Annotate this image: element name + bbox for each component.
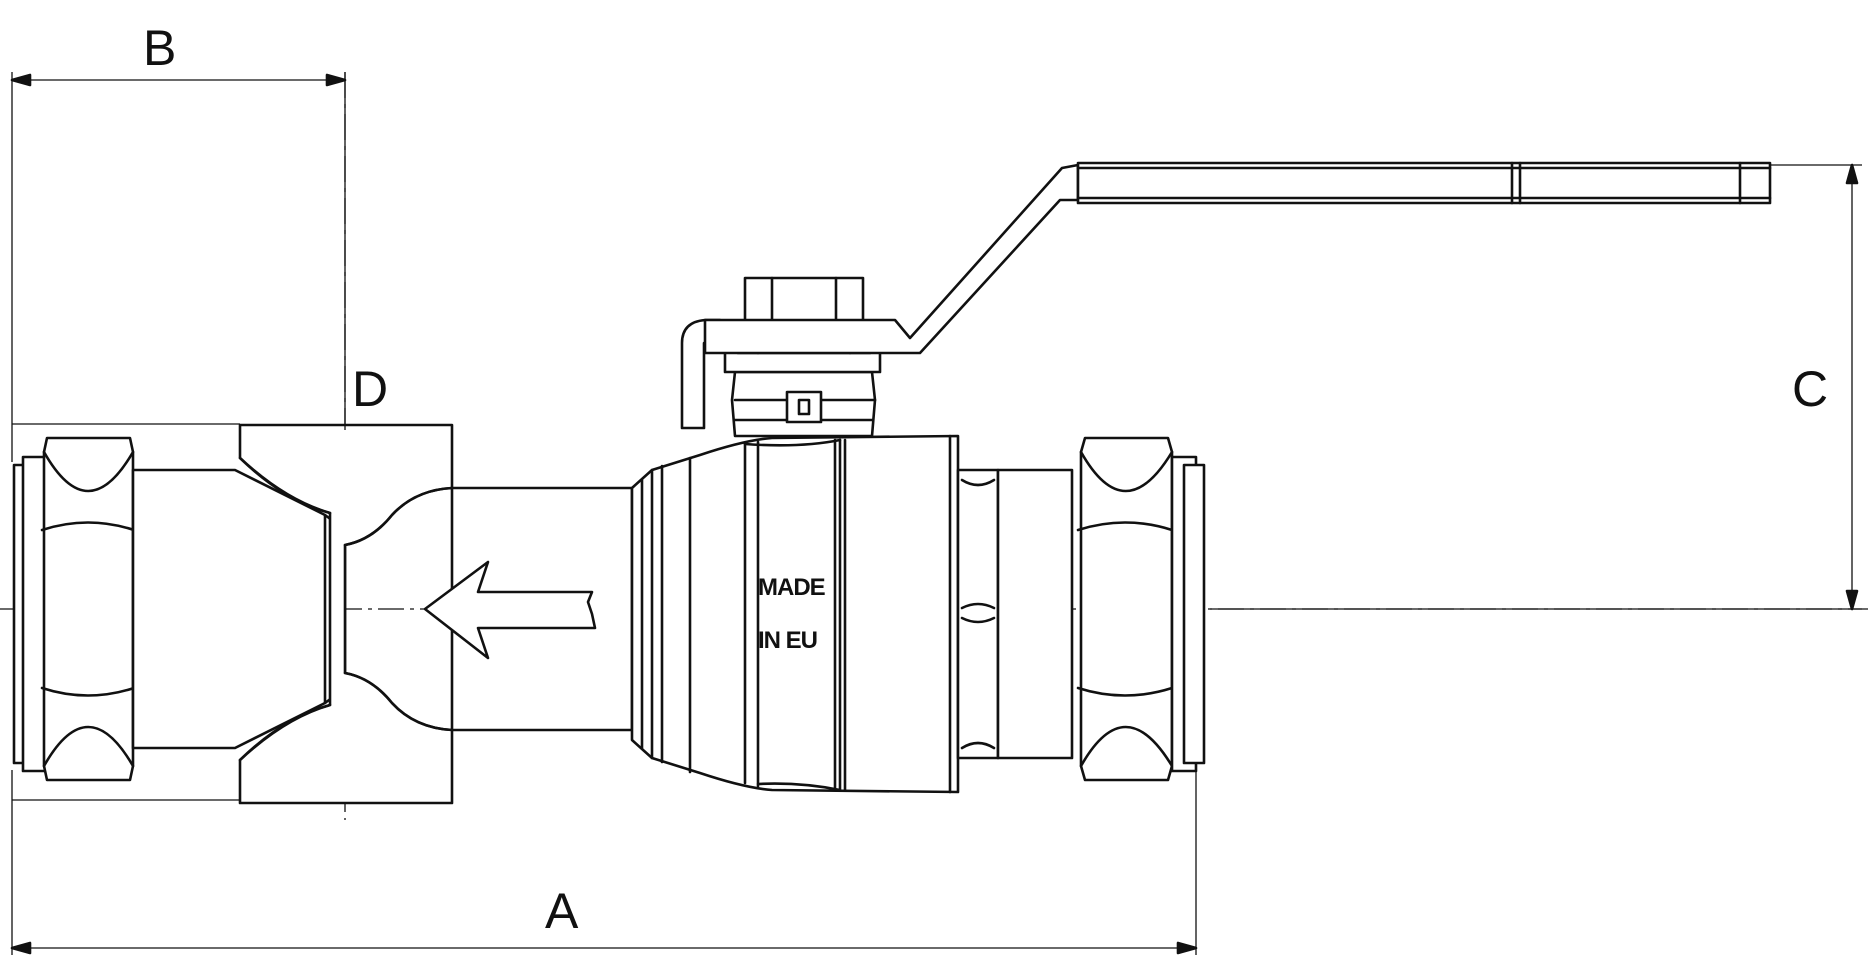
- label-c: C: [1792, 361, 1828, 417]
- left-compression-nut: [12, 436, 136, 782]
- marking-line-2: IN EU: [758, 627, 817, 654]
- left-body: [131, 468, 347, 750]
- flow-arrow: [423, 560, 597, 660]
- stem: [723, 350, 882, 438]
- dimension-b: [10, 72, 347, 462]
- label-b: B: [143, 20, 176, 76]
- label-a: A: [545, 883, 579, 939]
- label-d: D: [352, 361, 388, 417]
- dimension-d: [12, 423, 240, 801]
- handle-stop: [680, 318, 722, 430]
- dimension-c: [1210, 163, 1862, 611]
- right-collar: [956, 468, 1074, 760]
- lever-handle: [703, 161, 1772, 355]
- dimension-a: [10, 770, 1198, 955]
- valve-body: MADE IN EU: [630, 434, 960, 794]
- tee-boss: [238, 423, 454, 805]
- right-compression-nut: [1076, 436, 1206, 782]
- marking-line-1: MADE: [758, 574, 826, 601]
